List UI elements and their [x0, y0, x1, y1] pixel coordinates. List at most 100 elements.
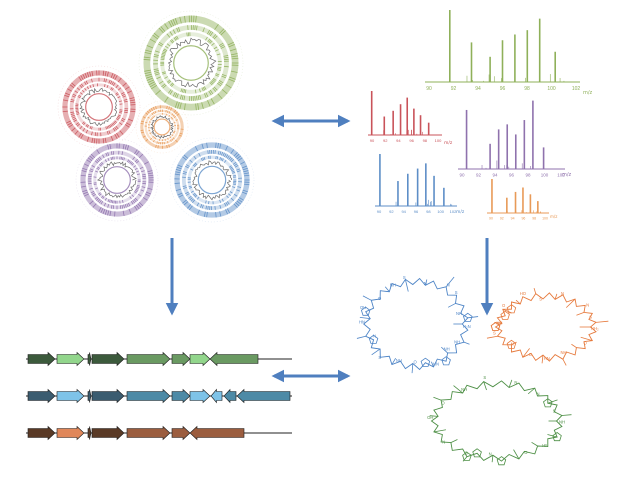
- genome-feature-tick: [192, 192, 196, 196]
- atom-label: H₂N: [463, 324, 471, 329]
- genome-feature-tick: [213, 46, 218, 50]
- genome-feature-tick: [71, 95, 76, 98]
- genome-feature-tick: [213, 86, 218, 91]
- genome-feature-tick: [169, 139, 172, 142]
- genome-feature-tick: [121, 93, 126, 97]
- gene-arrow: [126, 351, 171, 367]
- genome-feature-tick: [124, 124, 130, 128]
- genome-feature-tick: [172, 29, 176, 34]
- side-chain-bond: [359, 317, 371, 320]
- genome-feature-tick: [224, 202, 227, 207]
- side-chain-bond: [467, 316, 479, 319]
- genome-feature-tick: [106, 125, 109, 130]
- genome-feature-tick: [152, 106, 155, 111]
- atom-label: S: [493, 331, 496, 336]
- genome-feature-tick: [78, 132, 82, 138]
- atom-label: NH: [560, 350, 566, 355]
- genome-feature-tick: [199, 94, 202, 100]
- genome-feature-tick: [85, 124, 88, 127]
- spectrum-tick-label: 92: [383, 138, 388, 143]
- genome-feature-tick: [171, 134, 174, 136]
- genome-feature-tick: [64, 94, 70, 98]
- genome-feature-tick: [112, 128, 116, 132]
- genome-feature-tick: [207, 205, 209, 210]
- genome-feature-tick: [153, 54, 159, 56]
- genome-feature-tick: [215, 49, 219, 52]
- side-chain-bond: [391, 357, 397, 365]
- genome-feature-tick: [224, 159, 227, 163]
- side-chain-bond: [502, 308, 513, 314]
- atom-label: S: [403, 275, 406, 280]
- genome-feature-tick: [71, 82, 76, 87]
- genome-feature-tick: [131, 162, 135, 166]
- genome-feature-tick: [205, 92, 209, 98]
- genome-feature-tick: [184, 89, 187, 94]
- genome-feature-tick: [168, 106, 171, 110]
- spectrum-tick-label: 94: [396, 138, 401, 143]
- genome-feature-tick: [193, 155, 197, 160]
- genome-feature-tick: [169, 40, 174, 44]
- genome-feature-tick: [221, 75, 227, 79]
- side-chain-bond: [463, 341, 470, 345]
- genome-feature-tick: [229, 166, 233, 169]
- gene-arrow: [171, 388, 191, 404]
- genome-feature-tick: [130, 101, 136, 104]
- macrocycle-backbone: [494, 292, 597, 362]
- genome-feature-tick: [84, 73, 88, 79]
- genome-feature-tick: [87, 157, 93, 162]
- side-chain-bond: [404, 279, 409, 292]
- side-chain-bond: [429, 415, 439, 417]
- genome-feature-tick: [89, 71, 92, 77]
- genome-feature-tick: [198, 152, 201, 157]
- side-chain-bond: [547, 399, 558, 404]
- genome-feature-tick: [105, 78, 107, 83]
- blue-gene-cluster: [26, 388, 292, 404]
- gc-skew-plot: [96, 161, 137, 199]
- genome-feature-tick: [158, 27, 164, 34]
- genome-feature-tick: [91, 78, 93, 83]
- genome-feature-tick: [78, 76, 82, 82]
- atom-label: O: [378, 296, 382, 301]
- genome-feature-tick: [218, 42, 224, 46]
- genome-feature-tick: [129, 196, 132, 200]
- genome-feature-tick: [91, 192, 96, 195]
- genome-feature-tick: [153, 70, 159, 72]
- genome-feature-tick: [171, 83, 175, 87]
- genome-feature-tick: [164, 76, 168, 79]
- purple-spectrum-unit: m/z: [562, 172, 572, 178]
- genome-feature-tick: [119, 130, 124, 135]
- genome-feature-tick: [182, 172, 187, 175]
- genome-feature-tick: [205, 205, 208, 210]
- atom-label: HN: [544, 356, 550, 361]
- side-chain-bond: [362, 295, 372, 301]
- genome-feature-tick: [89, 84, 92, 89]
- genome-feature-tick: [80, 83, 84, 87]
- genome-feature-tick: [207, 100, 211, 107]
- genome-feature-tick: [162, 72, 167, 75]
- heterocycle-ring: [472, 448, 482, 458]
- genome-feature-tick: [126, 122, 131, 126]
- genome-feature-tick: [193, 163, 197, 167]
- genome-feature-tick: [103, 78, 106, 83]
- genome-feature-tick: [84, 81, 87, 86]
- spectrum-tick-label: 96: [500, 86, 506, 92]
- genome-feature-tick: [194, 162, 198, 166]
- atom-label: O: [441, 400, 445, 405]
- genome-feature-tick: [232, 172, 236, 174]
- side-chain-bond: [447, 303, 456, 308]
- genome-feature-tick: [222, 152, 225, 157]
- genome-feature-tick: [189, 159, 193, 163]
- gene-arrow: [27, 388, 56, 404]
- genome-feature-tick: [111, 200, 114, 204]
- genome-feature-tick: [195, 95, 198, 101]
- genome-feature-tick: [120, 156, 123, 160]
- genome-feature-tick: [70, 99, 75, 101]
- genome-feature-tick: [76, 113, 80, 115]
- atom-label: O: [529, 352, 533, 357]
- atom-label: S: [378, 355, 381, 360]
- genome-feature-tick: [165, 113, 168, 116]
- genome-feature-tick: [117, 77, 122, 83]
- genome-feature-tick: [188, 185, 192, 188]
- genome-feature-tick: [135, 170, 140, 173]
